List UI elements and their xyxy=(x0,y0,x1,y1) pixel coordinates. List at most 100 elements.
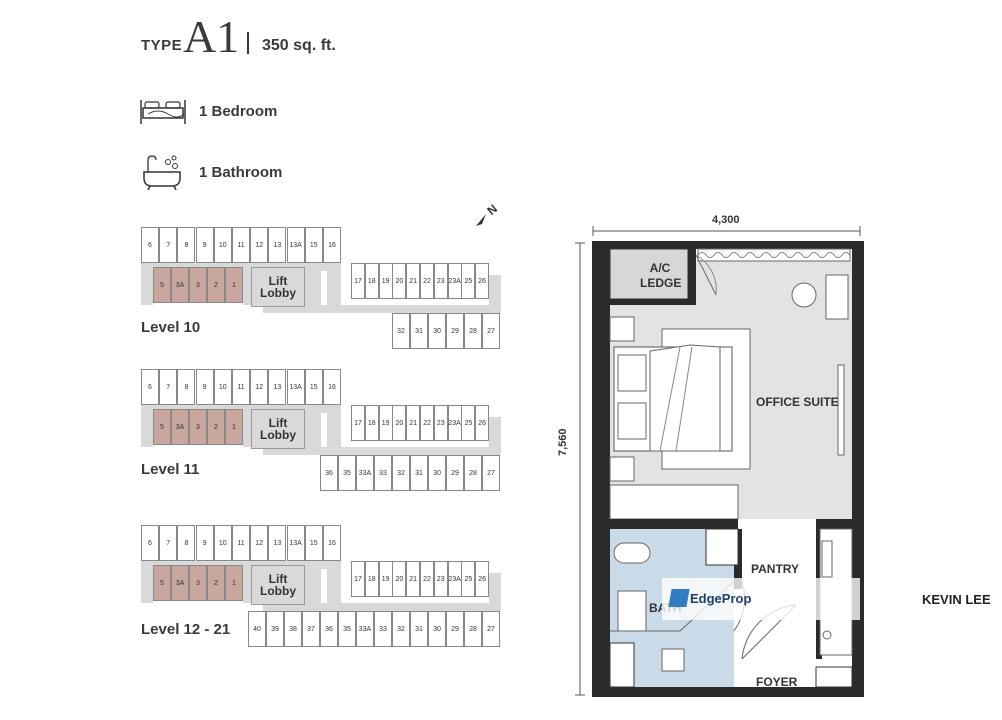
pantry-label: PANTRY xyxy=(751,562,799,576)
unit-cell: 28 xyxy=(464,611,482,647)
unit-cell: 7 xyxy=(159,369,178,405)
unit-cell: 25 xyxy=(461,561,476,597)
unit-cell: 15 xyxy=(304,525,323,561)
unit-cell: 9 xyxy=(195,227,214,263)
unit-cell: 33A xyxy=(356,455,374,491)
unit-cell: 10 xyxy=(213,227,232,263)
unit-cell: 32 xyxy=(392,611,410,647)
unit-cell: 16 xyxy=(323,227,341,263)
unit-cell: 27 xyxy=(482,313,500,349)
level-label: Level 10 xyxy=(141,319,201,336)
unit-cell: 35 xyxy=(338,611,356,647)
unit-cell: 6 xyxy=(141,525,159,561)
unit-cell-highlighted: 1 xyxy=(225,409,243,445)
unit-cell: 32 xyxy=(392,313,410,349)
unit-cell: 18 xyxy=(364,405,379,441)
unit-cell: 27 xyxy=(482,455,500,491)
foyer-label: FOYER xyxy=(756,675,798,689)
unit-cell: 21 xyxy=(406,263,421,299)
unit-cell: 33A xyxy=(356,611,374,647)
unit-cell-highlighted: 5 xyxy=(153,267,171,303)
unit-floor-plan xyxy=(575,226,864,697)
bed-icon xyxy=(140,100,186,124)
unit-cell: 12 xyxy=(250,369,269,405)
unit-cell: 25 xyxy=(461,405,476,441)
level-label: Level 12 - 21 xyxy=(141,621,231,638)
unit-cell: 19 xyxy=(378,405,393,441)
corridor xyxy=(327,413,341,447)
unit-cell-highlighted: 3A xyxy=(171,409,189,445)
level-label: Level 11 xyxy=(141,461,200,478)
watermark-backdrop xyxy=(662,578,860,620)
unit-cell: 28 xyxy=(464,313,482,349)
bedroom-count: 1 Bedroom xyxy=(199,103,278,120)
unit-cell: 13A xyxy=(286,525,305,561)
unit-cell: 26 xyxy=(475,561,490,597)
unit-cell: 23A xyxy=(447,263,462,299)
unit-cell-highlighted: 3A xyxy=(171,565,189,601)
unit-cell: 35 xyxy=(338,455,356,491)
unit-cell: 29 xyxy=(446,455,464,491)
unit-cell: 26 xyxy=(475,263,490,299)
unit-cell-highlighted: 1 xyxy=(225,267,243,303)
unit-cell: 12 xyxy=(250,227,269,263)
unit-cell: 23 xyxy=(433,561,448,597)
unit-cell-highlighted: 5 xyxy=(153,409,171,445)
unit-cell: 13 xyxy=(268,369,287,405)
unit-cell: 19 xyxy=(378,263,393,299)
unit-cell: 23 xyxy=(433,405,448,441)
unit-cell: 39 xyxy=(266,611,284,647)
unit-cell: 31 xyxy=(410,313,428,349)
corridor xyxy=(263,305,501,313)
bathtub-icon xyxy=(143,155,181,190)
agent-name: KEVIN LEE xyxy=(922,592,991,607)
unit-cell: 33 xyxy=(374,455,392,491)
unit-cell: 11 xyxy=(232,369,250,405)
corridor xyxy=(141,569,153,603)
unit-cell-highlighted: 3 xyxy=(189,409,207,445)
corridor xyxy=(263,603,501,611)
edgeprop-brand: EdgeProp xyxy=(690,591,752,606)
unit-cell: 13A xyxy=(286,369,305,405)
unit-cell: 20 xyxy=(392,405,407,441)
unit-cell: 38 xyxy=(284,611,302,647)
unit-cell: 17 xyxy=(351,561,365,597)
unit-cell: 7 xyxy=(159,227,178,263)
unit-cell: 11 xyxy=(232,525,250,561)
unit-cell: 7 xyxy=(159,525,178,561)
unit-cell: 26 xyxy=(475,405,490,441)
unit-cell: 29 xyxy=(446,313,464,349)
edgeprop-logo-icon xyxy=(668,589,690,607)
unit-cell: 33 xyxy=(374,611,392,647)
unit-cell: 16 xyxy=(323,525,341,561)
unit-cell: 21 xyxy=(406,405,421,441)
unit-cell: 23 xyxy=(433,263,448,299)
corridor xyxy=(263,447,501,455)
unit-cell: 21 xyxy=(406,561,421,597)
unit-cell: 17 xyxy=(351,263,365,299)
unit-cell-highlighted: 5 xyxy=(153,565,171,601)
unit-cell: 13 xyxy=(268,227,287,263)
unit-cell: 9 xyxy=(195,369,214,405)
unit-cell: 25 xyxy=(461,263,476,299)
unit-cell-highlighted: 2 xyxy=(207,267,225,303)
unit-cell-highlighted: 2 xyxy=(207,565,225,601)
unit-cell: 15 xyxy=(304,369,323,405)
unit-cell: 11 xyxy=(232,227,250,263)
width-dimension: 4,300 xyxy=(712,214,740,226)
unit-cell: 18 xyxy=(364,263,379,299)
unit-cell: 30 xyxy=(428,611,446,647)
unit-cell: 15 xyxy=(304,227,323,263)
unit-cell: 36 xyxy=(320,455,338,491)
unit-cell: 8 xyxy=(177,369,196,405)
unit-cell: 29 xyxy=(446,611,464,647)
unit-cell-highlighted: 3A xyxy=(171,267,189,303)
type-label: TYPE xyxy=(141,37,183,54)
unit-cell: 22 xyxy=(420,561,434,597)
unit-cell: 31 xyxy=(410,455,428,491)
compass-label: N xyxy=(484,202,500,218)
unit-cell: 20 xyxy=(392,561,407,597)
corridor xyxy=(141,413,153,447)
unit-cell: 23A xyxy=(447,405,462,441)
ac-ledge-label: A/C LEDGE xyxy=(640,261,682,290)
